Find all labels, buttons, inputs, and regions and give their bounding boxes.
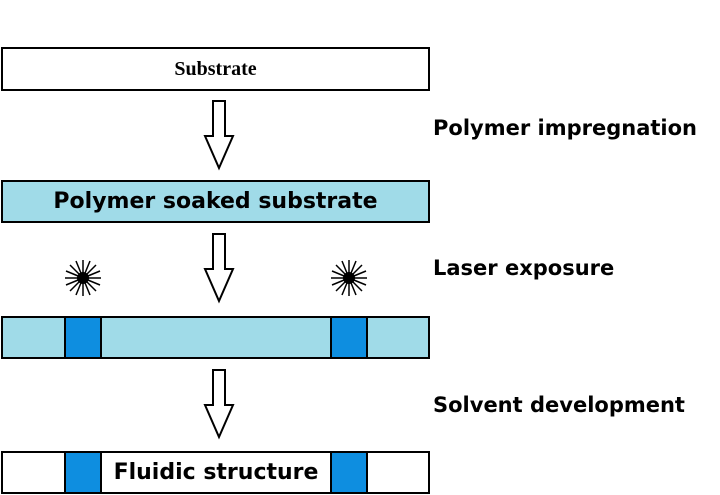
down-arrow-icon: [203, 369, 235, 440]
down-arrow-icon: [203, 233, 235, 304]
polymer-soaked-layer: [1, 180, 430, 223]
fluidic-region-left: [64, 451, 102, 494]
fluidic-structure-label: Fluidic structure: [113, 460, 319, 485]
fluidic-region-right: [330, 451, 368, 494]
substrate-label: Substrate: [174, 57, 257, 80]
substrate-layer: [1, 47, 430, 91]
step-polymer-impregnation: Polymer impregnation: [433, 116, 697, 140]
step-solvent-development: Solvent development: [433, 393, 685, 417]
polymer-soaked-label: Polymer soaked substrate: [53, 189, 378, 214]
laser-burst-icon: [65, 260, 101, 296]
laser-burst-icon: [331, 260, 367, 296]
exposed-region-left: [64, 316, 102, 359]
step-laser-exposure: Laser exposure: [433, 256, 615, 280]
down-arrow-icon: [203, 100, 235, 171]
exposed-region-right: [330, 316, 368, 359]
